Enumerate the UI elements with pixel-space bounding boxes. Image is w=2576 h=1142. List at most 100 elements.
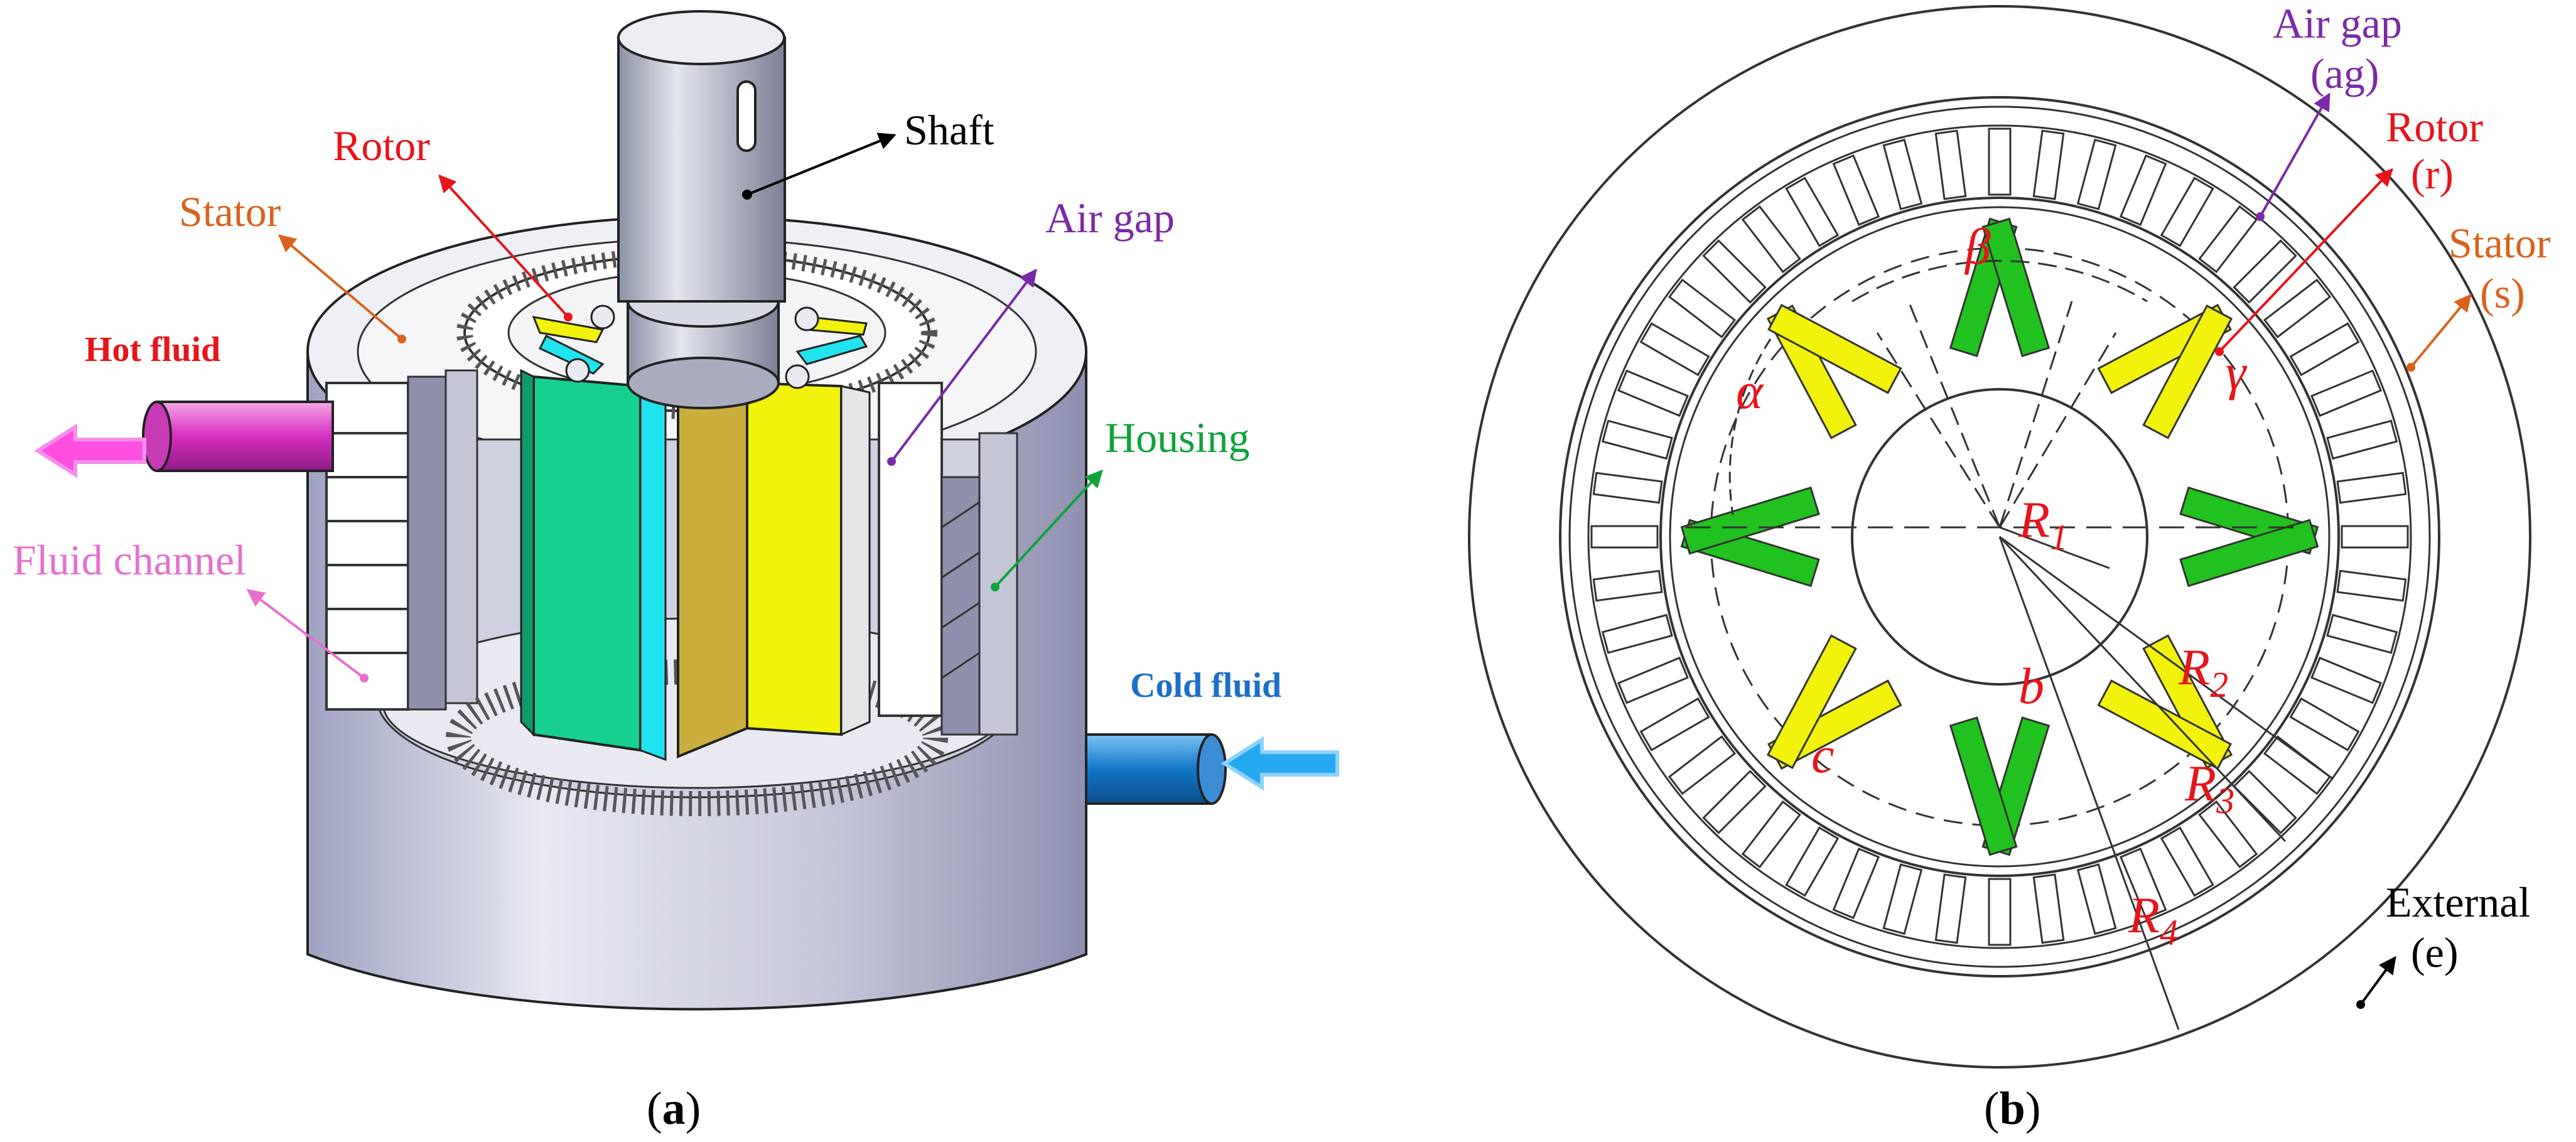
label-fluid-channel: Fluid channel <box>13 536 246 584</box>
caption-b: (b) <box>1984 1083 2040 1134</box>
annotation-stator-b: Stator (s) <box>2406 219 2551 372</box>
stator-slot <box>1882 863 1923 935</box>
rotor-magnet <box>1767 303 1902 394</box>
label-external-sub: (e) <box>2411 929 2458 976</box>
label-hot-fluid: Hot fluid <box>85 330 220 369</box>
stator-slot <box>2119 154 2167 226</box>
stator-slot <box>2326 419 2398 460</box>
stator-slot <box>1934 129 1967 200</box>
stator-slot <box>2336 471 2407 504</box>
stator-slot <box>1601 419 1673 460</box>
stator-slot <box>1785 176 1840 247</box>
fluid-channel-left <box>325 369 478 711</box>
rotor-magnet <box>2179 519 2319 588</box>
stator-ring-bottom <box>446 659 948 816</box>
annotation-fluid-channel: Fluid channel <box>13 536 369 682</box>
rotor-magnets <box>520 304 871 762</box>
dimension-lines <box>1686 259 2333 1030</box>
symbol-r2: R2 <box>2178 638 2228 705</box>
stator-slot <box>2289 697 2360 751</box>
stator-slot <box>1639 322 1710 377</box>
annotation-air-gap-b: Air gap (ag) <box>2256 0 2402 221</box>
stator-slot <box>1882 138 1923 210</box>
stator-slot <box>1741 205 1801 274</box>
stator-slot <box>1832 154 1880 226</box>
stator-slot <box>2326 613 2398 654</box>
symbol-c: c <box>1811 726 1834 784</box>
label-rotor-b: Rotor <box>2386 103 2483 151</box>
symbol-r4: R4 <box>2128 886 2178 953</box>
rotor-magnets-b <box>1680 217 2319 856</box>
stator-slot <box>2032 873 2065 944</box>
label-stator: Stator <box>179 188 281 235</box>
symbol-r1: R1 <box>2018 491 2068 558</box>
annotation-air-gap-a: Air gap <box>887 194 1175 466</box>
stator-slot <box>2160 176 2214 247</box>
label-stator-b: Stator <box>2449 219 2551 267</box>
air-gap-outer <box>1568 105 2431 968</box>
label-shaft: Shaft <box>904 106 994 154</box>
label-air-gap-b-sub: (ag) <box>2310 50 2379 97</box>
label-stator-b-sub: (s) <box>2480 269 2525 317</box>
shaft <box>617 10 786 409</box>
symbol-b: b <box>2018 657 2044 714</box>
stator-slot <box>2076 863 2117 935</box>
annotation-rotor-b: Rotor (r) <box>2215 103 2483 356</box>
label-rotor-b-sub: (r) <box>2411 150 2454 198</box>
stator-slot <box>1741 800 1801 869</box>
label-air-gap-b: Air gap <box>2273 0 2402 47</box>
stator-slot <box>2233 770 2297 834</box>
cold-fluid-pipe <box>1085 733 1339 805</box>
stator-slot <box>1592 569 1663 602</box>
air-gap-inner <box>1587 124 2412 949</box>
stator-slot <box>1988 127 2012 196</box>
rotor-magnet <box>2142 304 2233 439</box>
annotation-stator: Stator <box>179 188 406 343</box>
symbol-gamma: γ <box>2226 343 2248 401</box>
stator-slot <box>1592 471 1663 504</box>
stator-slot <box>1668 735 1737 795</box>
stator-slot <box>2119 848 2167 919</box>
stator-slot <box>2160 826 2214 897</box>
annotation-external: External (e) <box>2356 878 2530 1009</box>
stator-slot <box>1617 656 1689 704</box>
stator-slot <box>1785 826 1840 897</box>
stator-slot <box>2198 800 2258 869</box>
stator-slot <box>2336 569 2407 602</box>
symbol-r3: R3 <box>2184 755 2234 821</box>
stator-slots <box>1590 127 2409 946</box>
stator-slot <box>2341 525 2409 549</box>
stator-slot <box>1702 239 1767 304</box>
symbol-beta: β <box>1964 218 1991 275</box>
stator-slot <box>2289 322 2360 377</box>
rotor-magnet <box>1981 217 2051 357</box>
stator-slot <box>2076 138 2117 210</box>
label-external: External <box>2386 878 2530 926</box>
stator-slot <box>1639 697 1710 751</box>
rotor-magnet <box>1949 716 2018 856</box>
label-cold-fluid: Cold fluid <box>1130 666 1281 705</box>
stator-slot <box>1601 613 1673 654</box>
caption-a: (a) <box>647 1083 701 1134</box>
stator-slot <box>2263 278 2332 338</box>
annotation-shaft: Shaft <box>742 106 994 200</box>
stator-slot <box>1832 848 1880 919</box>
stator-slot <box>2310 369 2382 417</box>
symbol-alpha: α <box>1736 362 1764 419</box>
stator-slot <box>1702 770 1767 834</box>
stator-slot <box>1617 369 1689 417</box>
stator-slot <box>2198 205 2258 274</box>
annotation-housing: Housing <box>991 414 1249 591</box>
fluid-channel-right <box>878 382 1018 736</box>
stator-slot <box>2233 239 2297 304</box>
stator-slot <box>1988 878 2012 946</box>
label-air-gap-a: Air gap <box>1045 194 1175 242</box>
stator-slot <box>1934 873 1967 944</box>
panel-a: Rotor Stator Shaft Air gap Housing Fluid… <box>13 10 1339 1134</box>
stator-slot <box>2032 129 2065 200</box>
stator-slot <box>2310 656 2382 704</box>
stator-slot <box>1590 525 1659 549</box>
label-housing: Housing <box>1105 414 1249 461</box>
rotor-inner <box>1669 206 2331 868</box>
